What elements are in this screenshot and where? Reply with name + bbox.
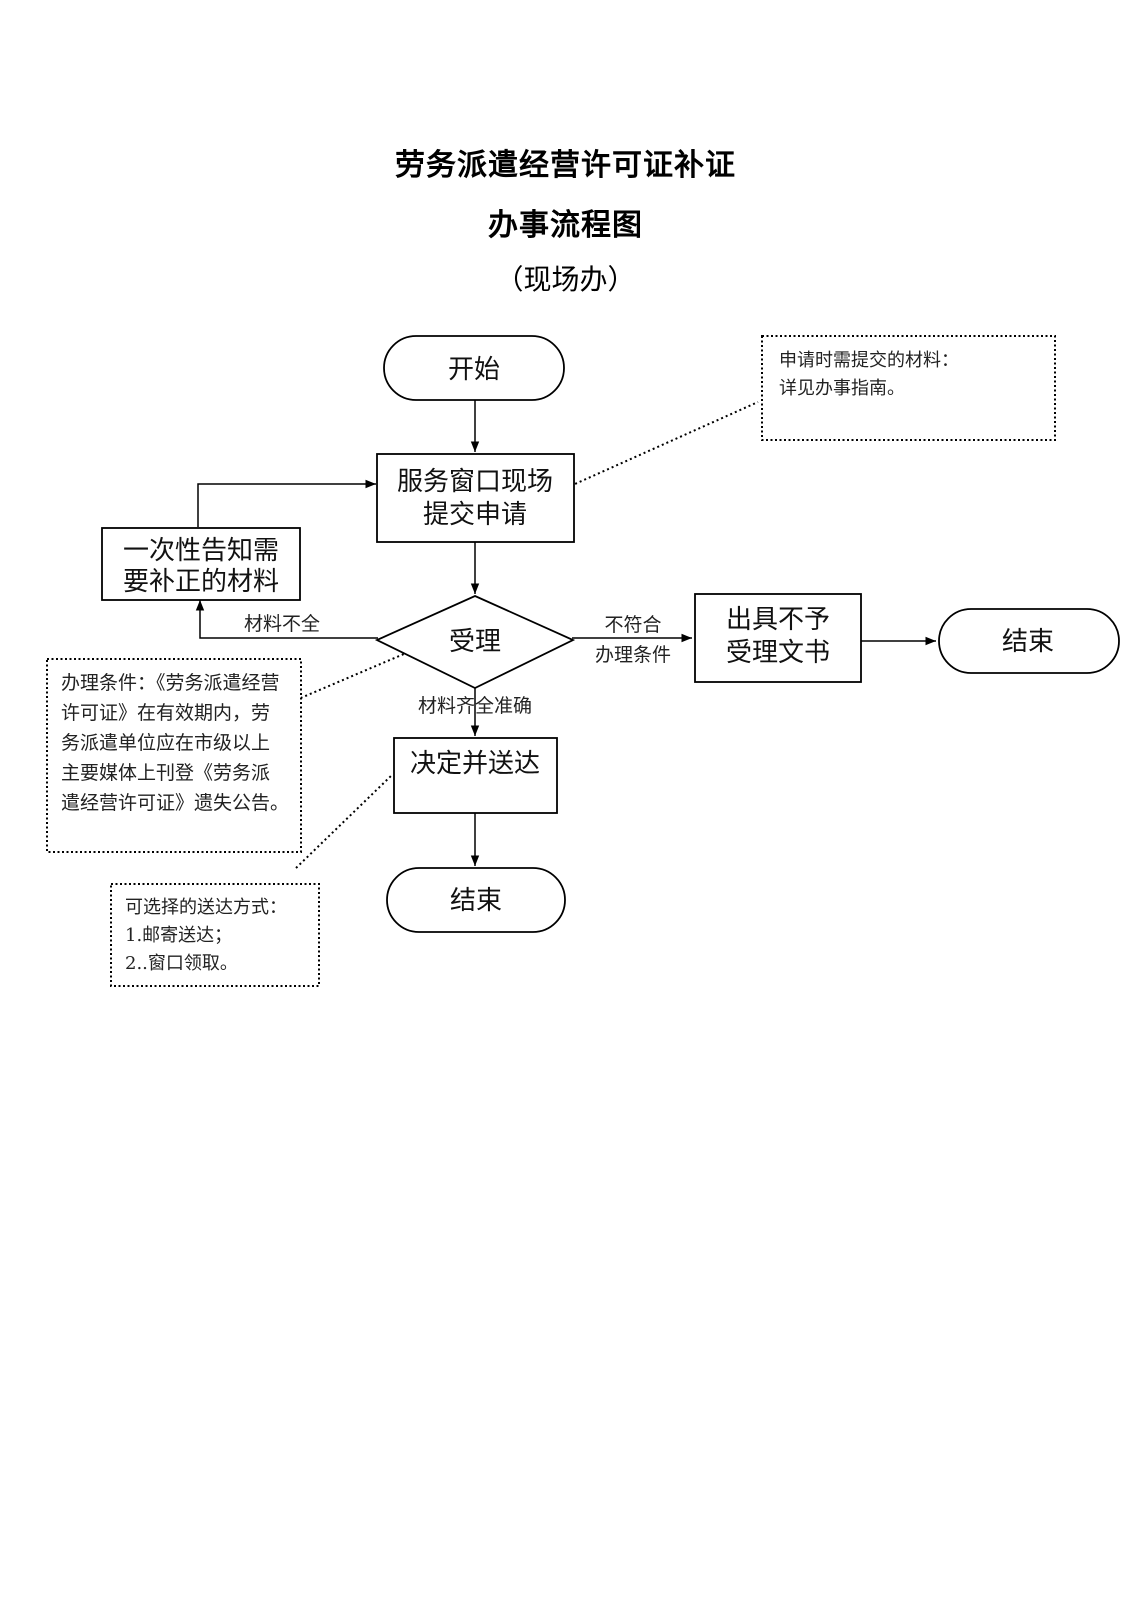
note-delivery-line: 2..窗口领取。 <box>125 953 238 974</box>
edge-notify-to-submit <box>197 479 376 527</box>
page-title-line2: 办事流程图 <box>488 208 643 243</box>
edge-accept-to-notify <box>195 600 378 639</box>
note-connector-delivery <box>295 774 393 869</box>
node-start: 开始 <box>383 335 565 401</box>
note-conditions-line: 办理条件：《劳务派遣经营 <box>61 672 280 694</box>
note-materials: 申请时需提交的材料： 详见办事指南。 <box>761 335 1056 441</box>
edge-label-complete: 材料齐全准确 <box>418 695 532 717</box>
note-conditions-line: 主要媒体上刊登《劳务派 <box>61 762 270 784</box>
node-end-right-label: 结束 <box>1002 627 1054 657</box>
edge-label-incomplete: 材料不全 <box>244 613 320 635</box>
note-delivery-line: 1.邮寄送达； <box>125 925 232 946</box>
note-conditions-line: 许可证》在有效期内，劳 <box>61 702 270 724</box>
node-reject-label-1: 出具不予 <box>726 605 830 635</box>
page-subtitle: （现场办） <box>495 263 636 296</box>
note-conditions-line: 务派遣单位应在市级以上 <box>61 732 270 754</box>
node-start-label: 开始 <box>448 355 500 385</box>
note-conditions: 办理条件：《劳务派遣经营 许可证》在有效期内，劳 务派遣单位应在市级以上 主要媒… <box>46 658 302 853</box>
node-submit-label-2: 提交申请 <box>423 500 527 530</box>
note-connector-materials <box>565 401 759 489</box>
node-decide: 决定并送达 <box>393 737 558 814</box>
note-connector-conditions <box>295 647 419 701</box>
node-accept-label: 受理 <box>449 627 501 657</box>
node-submit-label-1: 服务窗口现场 <box>397 467 553 497</box>
node-end-bottom-label: 结束 <box>450 886 502 916</box>
note-materials-line: 详见办事指南。 <box>779 378 905 399</box>
node-reject-label-2: 受理文书 <box>726 638 830 668</box>
node-end-right: 结束 <box>938 608 1120 674</box>
node-submit: 服务窗口现场 提交申请 <box>376 453 575 543</box>
node-notify-label-1: 一次性告知需 <box>123 536 279 566</box>
page-title: 劳务派遣经营许可证补证 <box>395 148 736 183</box>
node-end-bottom: 结束 <box>386 867 566 933</box>
note-delivery-line: 可选择的送达方式： <box>125 897 287 918</box>
node-notify-label-2: 要补正的材料 <box>123 567 279 597</box>
edge-label-not-qualified-1: 不符合 <box>604 614 661 636</box>
node-accept: 受理 <box>374 595 576 690</box>
node-decide-label: 决定并送达 <box>410 749 540 779</box>
node-notify: 一次性告知需 要补正的材料 <box>101 527 301 601</box>
edge-label-not-qualified-2: 办理条件 <box>595 644 671 666</box>
node-reject: 出具不予 受理文书 <box>694 593 862 683</box>
note-conditions-line: 遣经营许可证》遗失公告。 <box>61 792 289 814</box>
note-delivery: 可选择的送达方式： 1.邮寄送达； 2..窗口领取。 <box>110 883 320 987</box>
note-materials-line: 申请时需提交的材料： <box>779 350 959 371</box>
